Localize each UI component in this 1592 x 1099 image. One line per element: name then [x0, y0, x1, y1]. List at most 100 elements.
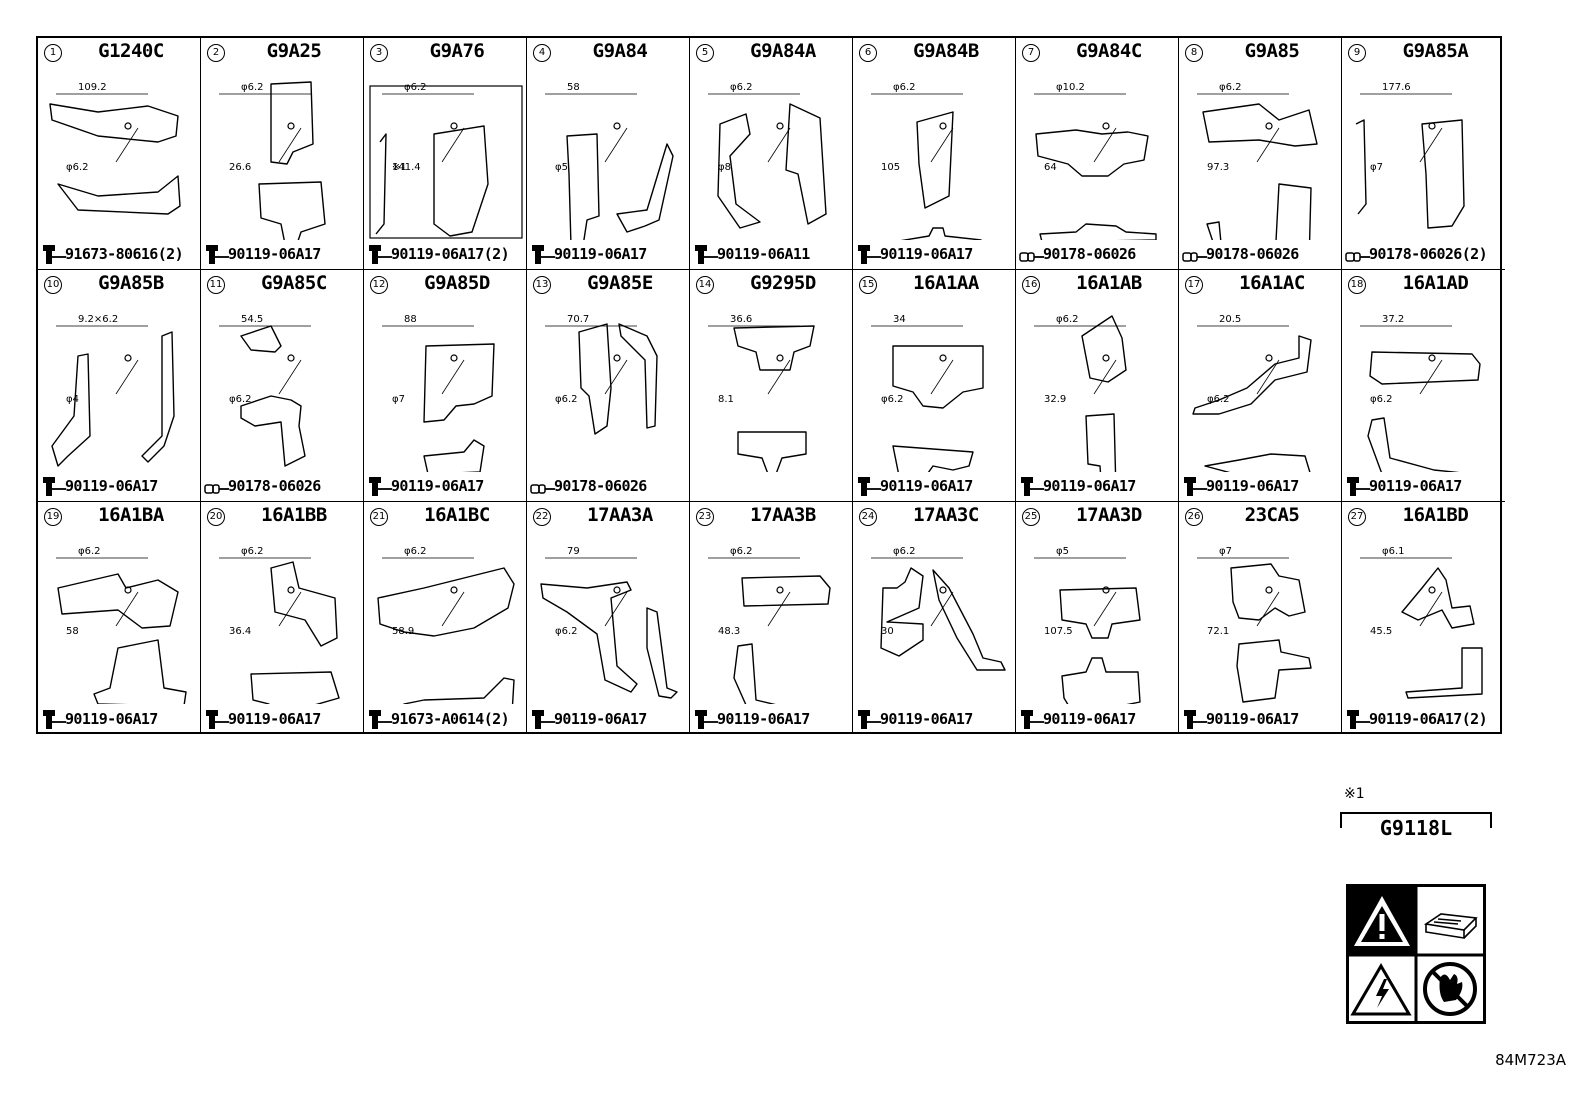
dimension-label: 105 [881, 162, 900, 173]
electric-shock-icon [1350, 963, 1412, 1016]
part-drawing: φ6.258.9 [377, 546, 515, 704]
bolt-icon [1021, 710, 1044, 729]
fastener-part-number: 91673-A0614(2) [391, 710, 510, 728]
fastener-callout: 90119-06A17 [529, 708, 647, 730]
part-index-badge: 10 [44, 276, 62, 294]
fastener-part-number: 90178-06026 [1206, 245, 1299, 263]
dimension-label: φ10.2 [1056, 82, 1085, 93]
part-code: 17AA3A [587, 504, 653, 526]
part-drawing: 70.7φ6.2 [545, 314, 658, 435]
part-code: 16A1BB [261, 504, 327, 526]
part-code: 17AA3C [913, 504, 979, 526]
fastener-part-number: 90119-06A17 [554, 710, 647, 728]
dimension-label: φ6.2 [241, 82, 264, 93]
part-code: 23CA5 [1244, 504, 1300, 526]
fastener-callout: 90119-06A17 [203, 243, 321, 265]
fastener-part-number: 90119-06A11 [717, 245, 810, 263]
fastener-part-number: 90119-06A17 [1206, 710, 1299, 728]
fastener-part-number: 90119-06A17(2) [391, 245, 510, 263]
fastener-callout: 90119-06A11 [692, 243, 810, 265]
dimension-label: 45.5 [1370, 626, 1392, 637]
nut-icon [1345, 252, 1370, 262]
dimension-label: φ6.2 [1370, 394, 1393, 405]
dimension-label: 37.2 [1382, 314, 1404, 325]
part-drawing: φ6.248.3 [708, 546, 831, 704]
part-index-badge: 17 [1185, 276, 1203, 294]
dimension-label: φ6.2 [1207, 394, 1230, 405]
dimension-label: φ6.2 [893, 82, 916, 93]
part-code: 16A1BD [1402, 504, 1469, 526]
part-index-badge: 23 [696, 508, 714, 526]
fastener-callout: 90178-06026(2) [1344, 243, 1488, 265]
bolt-icon [206, 710, 229, 729]
part-code: G9A25 [266, 40, 322, 62]
dimension-label: 70.7 [567, 314, 589, 325]
part-drawing: 109.2φ6.2 [49, 82, 181, 215]
fastener-callout: 91673-A0614(2) [366, 708, 510, 730]
fastener-part-number: 91673-80616(2) [65, 245, 184, 263]
fastener-callout: 90119-06A17 [203, 708, 321, 730]
part-index-badge: 19 [44, 508, 62, 526]
part-code: G9A85D [424, 272, 490, 294]
dimension-label: φ7 [392, 394, 405, 405]
dimension-label: 58 [567, 82, 580, 93]
part-index-badge: 3 [370, 44, 388, 62]
dimension-label: φ6.2 [66, 162, 89, 173]
dimension-label: 64 [1044, 162, 1057, 173]
dimension-label: φ6.2 [893, 546, 916, 557]
part-drawing: 37.2 φ6.2 [1360, 314, 1481, 472]
dimension-label: 26.6 [229, 162, 251, 173]
dimension-label: φ6.2 [404, 82, 427, 93]
part-index-badge: 6 [859, 44, 877, 62]
part-code: G9A84C [1076, 40, 1142, 62]
fastener-callout: 90119-06A17 [529, 243, 647, 265]
dimension-label: φ6.2 [730, 82, 753, 93]
part-index-badge: 26 [1185, 508, 1203, 526]
dimension-label: 9.2×6.2 [78, 314, 118, 325]
fastener-callout: 90119-06A17 [1344, 475, 1462, 497]
dimension-label: 107.5 [1044, 626, 1073, 637]
part-code: G9A85A [1402, 40, 1469, 62]
fastener-callout: 90178-06026 [1018, 243, 1136, 265]
part-index-badge: 21 [370, 508, 388, 526]
part-drawing: φ6.236.4 [219, 546, 340, 704]
dimension-label: 36.4 [229, 626, 251, 637]
dimension-label: φ6.2 [881, 394, 904, 405]
nut-icon [1182, 252, 1207, 262]
dimension-label: φ7 [1219, 546, 1232, 557]
label-part-code: G9118L [1379, 816, 1453, 840]
fastener-part-number: 90178-06026 [228, 477, 321, 495]
bolt-icon [43, 477, 66, 496]
part-code: G9A84 [592, 40, 648, 62]
fastener-callout: 90178-06026 [203, 475, 321, 497]
fastener-part-number: 90178-06026 [554, 477, 647, 495]
bolt-icon [695, 710, 718, 729]
part-drawing: 36.68.1 [708, 314, 815, 472]
dimension-label: φ6.2 [730, 546, 753, 557]
bolt-icon [1184, 710, 1207, 729]
bolt-icon [369, 245, 392, 264]
dimension-label: φ6.2 [229, 394, 252, 405]
part-index-badge: 11 [207, 276, 225, 294]
dimension-label: φ4 [66, 394, 79, 405]
nut-icon [1019, 252, 1044, 262]
part-drawing: φ6.258 [56, 546, 187, 704]
dimension-label: 177.6 [1382, 82, 1411, 93]
dimension-label: 141.4 [392, 162, 421, 173]
bolt-icon [532, 710, 555, 729]
